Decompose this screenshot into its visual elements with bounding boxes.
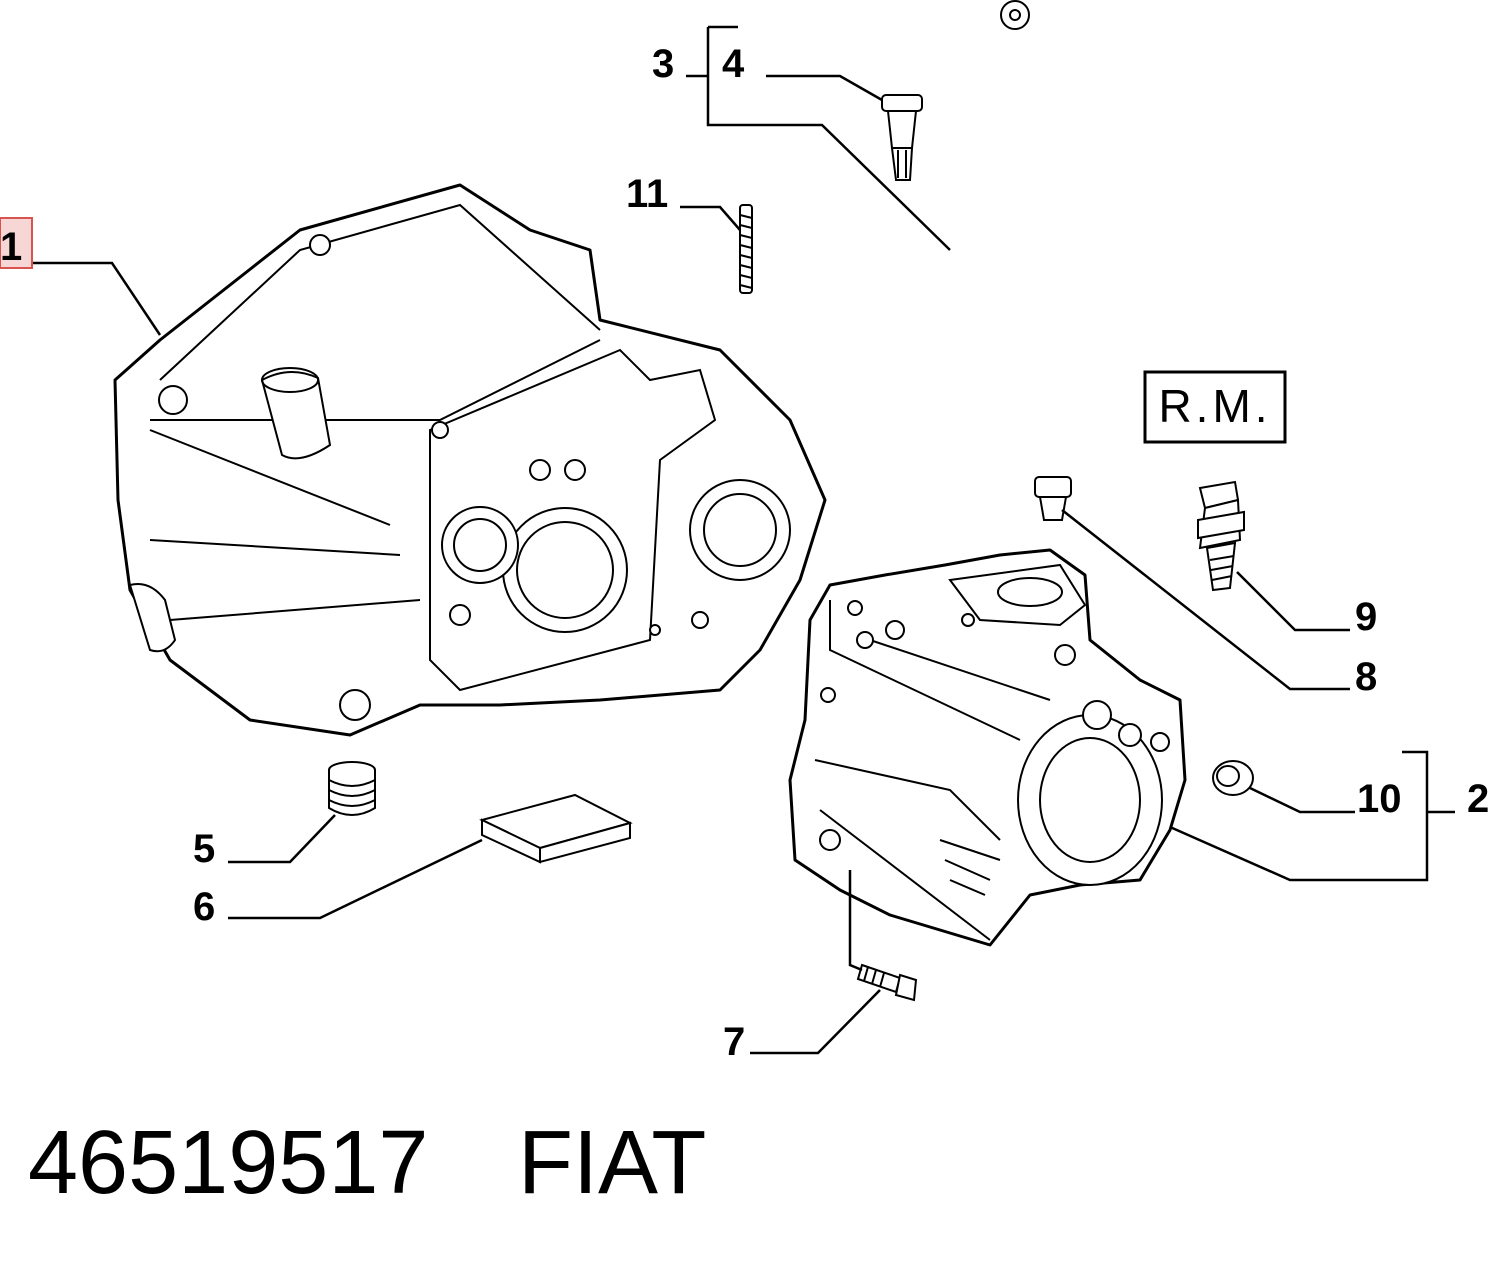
callout-7[interactable]: 7: [723, 1020, 745, 1064]
callout-3[interactable]: 3: [652, 42, 674, 86]
callout-2[interactable]: 2: [1467, 777, 1489, 821]
brand-name: FIAT: [518, 1113, 706, 1213]
housing-part-1[interactable]: [113, 183, 827, 737]
callout-10[interactable]: 10: [1357, 777, 1402, 821]
dipstick-part-3[interactable]: [950, 0, 1030, 310]
seal-ring-part-10[interactable]: [1212, 760, 1254, 796]
plug-part-8[interactable]: [1034, 476, 1072, 521]
callout-1-highlight[interactable]: 1: [0, 217, 33, 269]
callout-6[interactable]: 6: [193, 885, 215, 929]
part-number: 46519517: [28, 1113, 428, 1213]
breather-cap-part-4[interactable]: [881, 94, 923, 181]
callout-4[interactable]: 4: [722, 42, 745, 86]
gearbox-casing-part-2[interactable]: [788, 548, 1187, 947]
rm-box: R.M.: [1143, 370, 1287, 444]
stud-part-11[interactable]: [739, 204, 753, 294]
callout-5[interactable]: 5: [193, 827, 215, 871]
leader-lines: [32, 25, 1455, 1055]
callout-9[interactable]: 9: [1355, 595, 1377, 639]
magnet-pad-part-6[interactable]: [479, 793, 633, 864]
rm-label: R.M.: [1158, 380, 1271, 432]
callout-1: 1: [0, 225, 22, 269]
bolt-part-7[interactable]: [856, 963, 918, 1002]
callout-11[interactable]: 11: [626, 172, 668, 216]
sensor-switch-part-9[interactable]: [1197, 480, 1245, 592]
threaded-plug-part-5[interactable]: [328, 761, 376, 816]
callout-8[interactable]: 8: [1355, 655, 1377, 699]
